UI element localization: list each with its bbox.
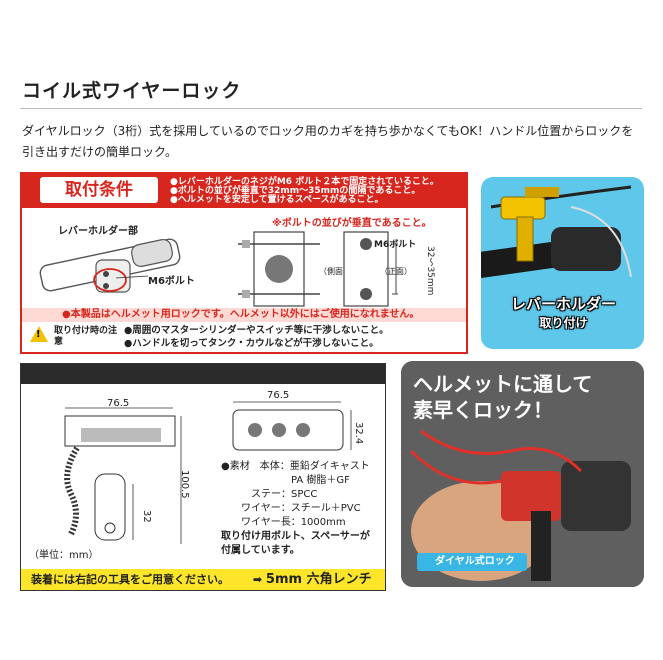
spec-panel: 76.5 100.5 32 76.5 32.4 ●素材 本体：亜鉛ダイキャスト … (20, 363, 386, 591)
caution-list: ●周囲のマスターシリンダーやスイッチ等に干渉しないこと。 ●ハンドルを切ってタン… (124, 324, 389, 350)
condition-item: ●ヘルメットを安定して置けるスペースがあること。 (170, 195, 384, 205)
dim-32: 32 (141, 510, 152, 523)
conditions-header: 取付条件 ●レバーホルダーのネジがM6 ボルト２本で固定されていること。 ●ボル… (22, 174, 466, 208)
title-divider (20, 108, 642, 109)
product-description: ダイヤルロック（3桁）式を採用しているのでロック用のカギを持ち歩かなくてもOK！… (22, 124, 634, 159)
condition-item: ●レバーホルダーのネジがM6 ボルト２本で固定されていること。 (170, 177, 439, 187)
material-line: 取り付け用ボルト、スペーサーが (221, 531, 370, 542)
material-line: ステー：SPCC (221, 489, 318, 500)
caution-heading: ! 取り付け時の注意 (30, 326, 120, 348)
page-title: コイル式ワイヤーロック (22, 80, 242, 102)
m6-bolt-label-right: M6ボルト (374, 240, 417, 250)
handlebar-sketch (39, 238, 181, 293)
top-dimension-drawing (232, 401, 352, 451)
material-line: PA 樹脂＋GF (221, 475, 350, 486)
caution-title: 取り付け時の注意 (54, 326, 118, 347)
front-view-sketch (343, 231, 398, 307)
material-line: ワイヤー：スチール＋PVC (221, 503, 361, 514)
helmet-lock-photo: ヘルメットに通して 素早くロック！ ダイヤル式ロック (401, 361, 644, 587)
photo-headline: ヘルメットに通して 素早くロック！ (413, 372, 593, 422)
condition-item: ●ボルトの並びが垂直で32mm～35mmの間隔であること。 (170, 186, 421, 196)
tool-instruction: 装着には右記の工具をご用意ください。 (31, 573, 229, 586)
dim-height: 100.5 (179, 470, 190, 499)
side-view-label: （側面） (319, 267, 351, 276)
lever-holder-panel: レバーホルダー 取り付け (481, 177, 644, 349)
warning-icon: ! (30, 326, 48, 342)
conditions-label: 取付条件 (40, 177, 158, 203)
arrow-right-icon: ➡ (252, 573, 263, 586)
spec-header-bar (21, 364, 385, 384)
lever-holder-caption: レバーホルダー 取り付け (511, 295, 617, 330)
caution-item: ●周囲のマスターシリンダーやスイッチ等に干渉しないこと。 (124, 325, 389, 336)
vertical-bolt-note: ※ボルトの並びが垂直であること。 (272, 218, 432, 229)
front-dimension-drawing (64, 407, 182, 544)
lever-holder-illustration (481, 185, 632, 278)
photo-illustration (401, 361, 644, 587)
dial-lock-tag: ダイヤル式ロック (417, 553, 527, 571)
dim-32-4: 32.4 (353, 422, 364, 445)
material-line: 付属しています。 (221, 545, 300, 556)
bolt-spacing-dim: 32～35mm (425, 246, 435, 296)
required-tool-bar: 装着には右記の工具をご用意ください。 ➡ 5mm 六角レンチ (21, 569, 385, 590)
material-line: ●素材 本体：亜鉛ダイキャスト (221, 461, 370, 472)
materials-list: ●素材 本体：亜鉛ダイキャスト PA 樹脂＋GF ステー：SPCC ワイヤー：ス… (221, 460, 370, 558)
helmet-only-warning: ●本製品はヘルメット用ロックです。ヘルメット以外にはご使用になれません。 (22, 308, 466, 322)
mounting-conditions-panel: 取付条件 ●レバーホルダーのネジがM6 ボルト２本で固定されていること。 ●ボル… (20, 172, 468, 354)
unit-label: （単位：mm） (29, 550, 99, 561)
side-view-sketch (238, 231, 320, 307)
lever-holder-part-label: レバーホルダー部 (58, 226, 138, 237)
front-view-label: （正面） (380, 267, 412, 276)
caution-item: ●ハンドルを切ってタンク・カウルなどが干渉しないこと。 (124, 338, 379, 349)
material-line: ワイヤー長：1000mm (221, 517, 346, 528)
m6-bolt-label-left: M6ボルト (148, 276, 195, 287)
tool-name: 5mm 六角レンチ (265, 572, 372, 587)
conditions-list: ●レバーホルダーのネジがM6 ボルト２本で固定されていること。 ●ボルトの並びが… (170, 178, 439, 205)
dim-width-a: 76.5 (107, 398, 130, 409)
dim-width-b: 76.5 (267, 390, 290, 401)
